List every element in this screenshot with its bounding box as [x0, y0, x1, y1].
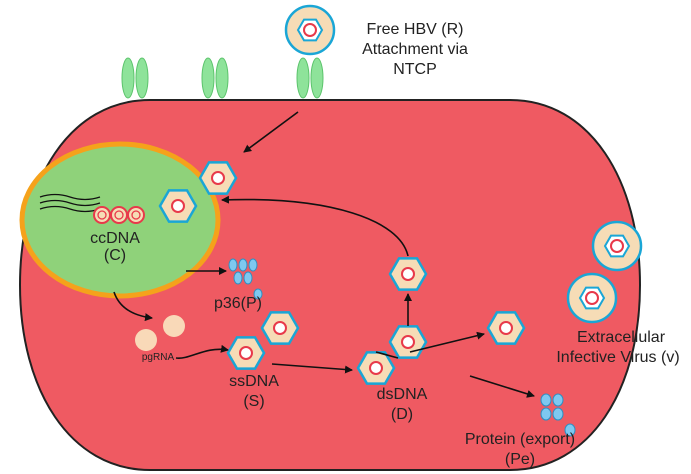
ssdna-symbol-label: (S)	[243, 393, 265, 410]
arrow-transcription	[113, 291, 153, 322]
dsdna-label: dsDNA	[376, 386, 428, 403]
receptor-icon	[121, 57, 149, 99]
rna-strand-icon	[39, 193, 101, 213]
capsid-icon	[260, 311, 300, 345]
receptor-icon	[296, 57, 324, 99]
free-hbv-label: Free HBV (R)	[366, 21, 464, 38]
infective-virus-label: Infective Virus (v)	[556, 349, 680, 366]
arrow-recycling	[221, 195, 409, 257]
free-virion-icon	[284, 4, 336, 56]
extracellular-label: Extracellular	[576, 329, 666, 346]
p36-label: p36(P)	[213, 295, 263, 312]
arrow-export-protein	[469, 375, 535, 398]
protein-export-symbol-label: (Pe)	[504, 451, 536, 468]
capsid-icon	[486, 311, 526, 345]
arrow-encapsidation	[175, 344, 229, 359]
protein-export-label: Protein (export)	[464, 431, 576, 448]
arrow-ss-to-ds	[271, 363, 353, 374]
capsid-icon	[158, 189, 198, 223]
capsid-icon	[388, 257, 428, 291]
ccdna-symbol-label: (C)	[103, 247, 127, 264]
capsid-icon	[226, 336, 266, 370]
arrow-ds-up-1	[375, 351, 399, 359]
ntcp-label: NTCP	[393, 61, 437, 78]
ccdna-icon	[93, 206, 145, 224]
extracellular-virion-icon	[566, 272, 618, 324]
capsid-icon	[356, 351, 396, 385]
pgrna-icon	[135, 315, 185, 351]
protein-icon	[540, 393, 576, 437]
capsid-icon	[388, 325, 428, 359]
arrow-entry	[243, 111, 299, 153]
dsdna-symbol-label: (D)	[390, 406, 414, 423]
capsid-icon	[198, 161, 238, 195]
extracellular-virion-icon	[591, 220, 643, 272]
arrow-export-virion	[409, 331, 485, 353]
ssdna-label: ssDNA	[229, 373, 279, 390]
receptor-icon	[201, 57, 229, 99]
pgrna-label: pgRNA	[141, 352, 175, 363]
ccdna-label: ccDNA	[90, 230, 140, 247]
protein-icon	[228, 258, 263, 300]
attachment-label: Attachment via	[362, 41, 468, 58]
